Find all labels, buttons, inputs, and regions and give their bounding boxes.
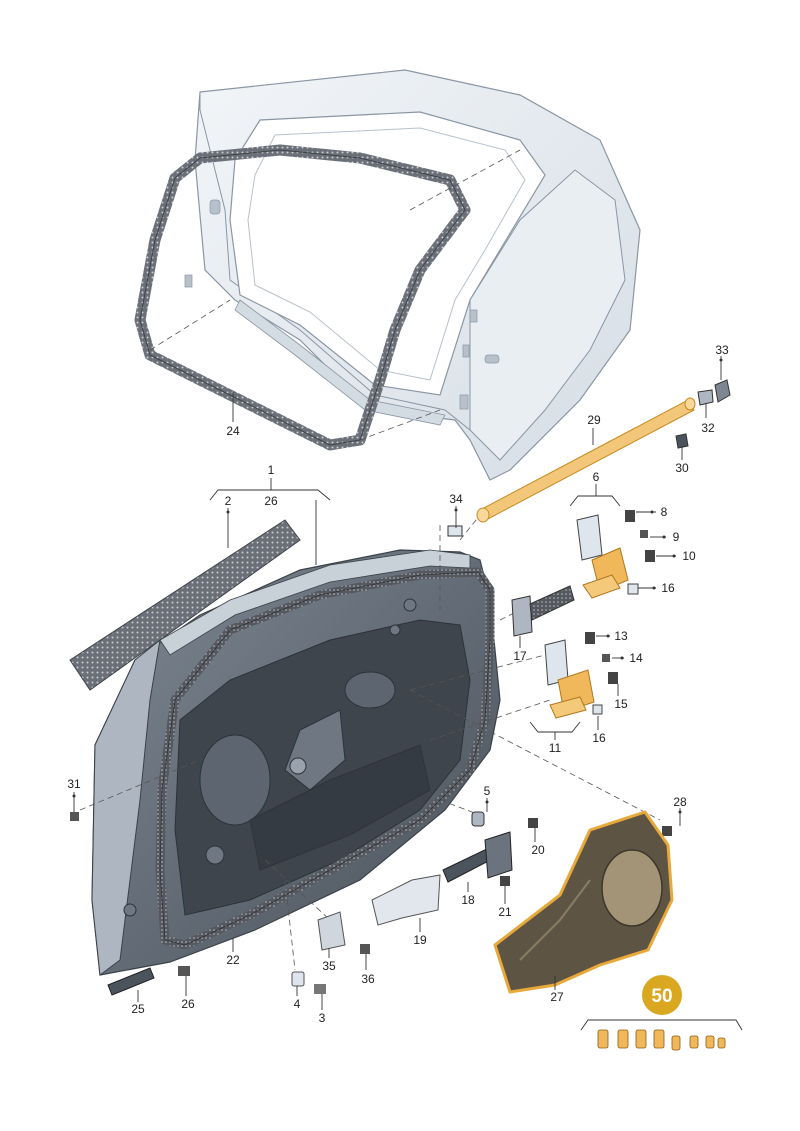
callout-31: 31 (67, 777, 81, 791)
callout-36: 36 (361, 972, 375, 986)
trim-25 (107, 967, 155, 996)
callout-21: 21 (498, 905, 512, 919)
callout-19: 19 (413, 933, 427, 947)
fastener-kit: 50 (580, 975, 743, 1051)
handle-cover (371, 874, 441, 926)
leader-lines (73, 356, 722, 1010)
door-seal (155, 567, 495, 950)
leader-arrow-dots (72, 358, 723, 814)
callout-8: 8 (661, 505, 668, 519)
door-check-rod (476, 397, 696, 523)
buffer-5 (471, 811, 485, 827)
callout-25: 25 (131, 1002, 145, 1016)
inner-membrane (493, 810, 674, 994)
bolt-36 (360, 944, 370, 954)
callout-28: 28 (673, 795, 687, 809)
door-shell (91, 549, 501, 976)
bolt-34 (447, 525, 463, 537)
callout-6: 6 (593, 470, 600, 484)
callout-4: 4 (294, 997, 301, 1011)
callout-labels: 1 2 26 24 34 29 33 32 30 6 8 9 10 16 17 … (67, 343, 729, 1025)
callout-18: 18 (461, 893, 475, 907)
door-check-strap (511, 585, 575, 637)
bracket-35 (317, 911, 346, 951)
callout-27: 27 (550, 990, 564, 1004)
callout-1: 1 (268, 463, 275, 477)
callout-29: 29 (587, 413, 601, 427)
callout-15: 15 (614, 697, 628, 711)
callout-3: 3 (319, 1011, 326, 1025)
callout-10: 10 (682, 549, 696, 563)
callout-26-lower: 26 (181, 997, 195, 1011)
bolt-4 (291, 971, 305, 987)
body-door-seal (134, 144, 471, 451)
kit-badge-circle (642, 975, 682, 1015)
upper-hinge (576, 510, 655, 599)
bolt-28 (662, 826, 672, 836)
callout-30: 30 (675, 461, 689, 475)
callout-24: 24 (226, 424, 240, 438)
callout-17: 17 (513, 649, 527, 663)
grommet-parts (675, 379, 731, 449)
callout-20: 20 (531, 843, 545, 857)
lower-hinge (544, 632, 618, 719)
bolt-31 (70, 812, 79, 821)
callout-11: 11 (549, 741, 562, 755)
bolt-3 (314, 984, 326, 994)
callout-16-upper: 16 (661, 581, 675, 595)
window-channel-seal (69, 519, 301, 691)
handle-bracket (442, 818, 538, 886)
callout-16-lower: 16 (592, 731, 606, 745)
callout-2: 2 (225, 494, 232, 508)
callout-35: 35 (322, 959, 336, 973)
callout-14: 14 (629, 651, 643, 665)
callout-5: 5 (484, 784, 491, 798)
callout-32: 32 (701, 421, 715, 435)
callout-33: 33 (715, 343, 729, 357)
callout-9: 9 (673, 530, 680, 544)
bolt-26 (178, 966, 190, 976)
callout-26-upper: 26 (264, 494, 278, 508)
callout-13: 13 (614, 629, 628, 643)
kit-badge-label: 50 (651, 986, 672, 1007)
callout-34: 34 (449, 492, 463, 506)
callout-22: 22 (226, 953, 240, 967)
